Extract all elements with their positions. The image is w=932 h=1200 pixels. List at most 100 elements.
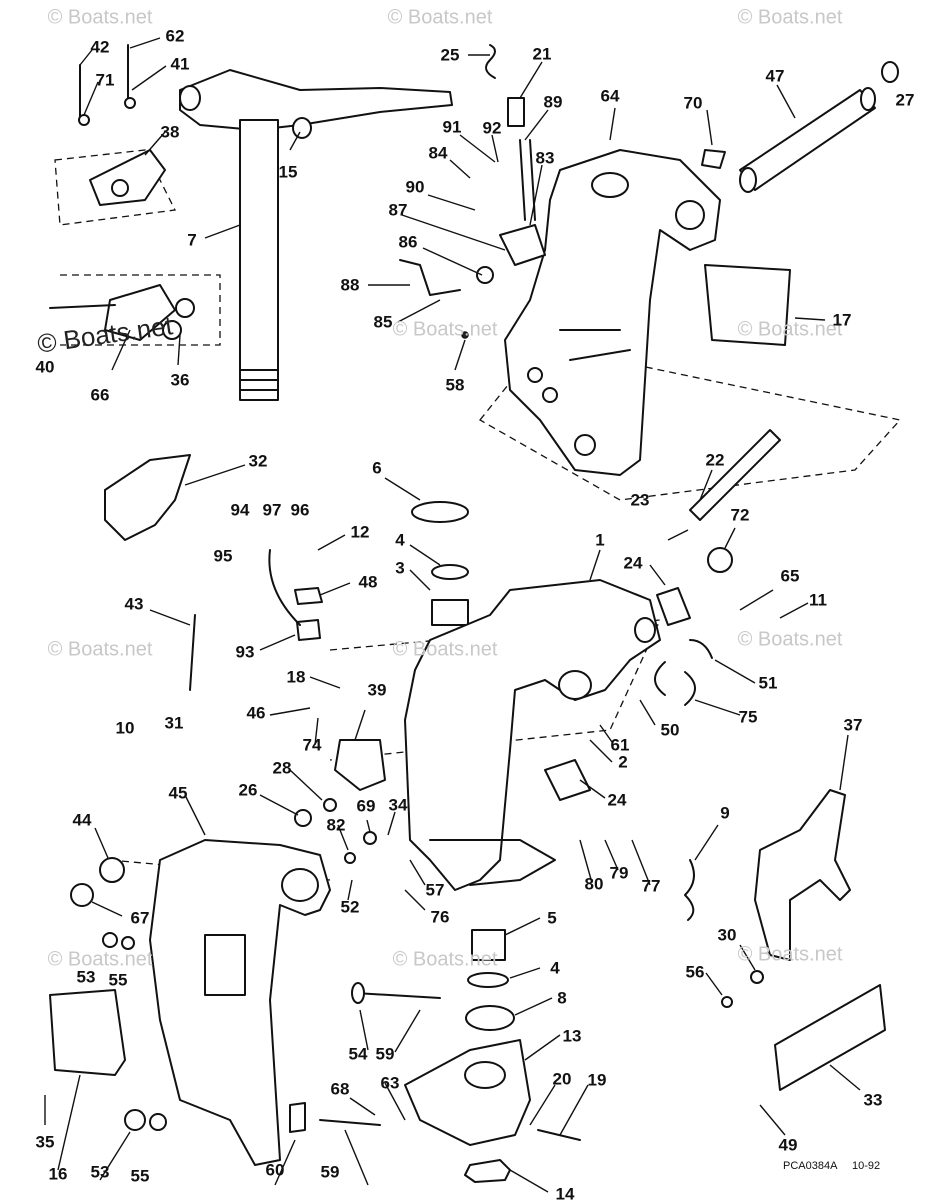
callout-2: 2 (618, 752, 628, 772)
callout-87: 87 (388, 200, 408, 220)
callout-95: 95 (213, 546, 233, 566)
stern-bracket-1 (404, 579, 661, 891)
callout-35: 35 (35, 1132, 55, 1152)
watermark-2: © Boats.net (387, 6, 493, 29)
callout-17: 17 (832, 310, 852, 330)
callout-83: 83 (535, 148, 555, 168)
callout-55b: 55 (130, 1166, 150, 1186)
callout-34: 34 (388, 795, 408, 815)
callout-90: 90 (405, 177, 425, 197)
lever-37 (754, 789, 851, 961)
callout-65: 65 (780, 566, 800, 586)
washer-54 (351, 982, 365, 1004)
callout-74: 74 (302, 735, 322, 755)
callout-46: 46 (246, 703, 266, 723)
callout-24a: 24 (623, 553, 643, 573)
callout-30: 30 (717, 925, 737, 945)
nut-44 (99, 857, 125, 883)
callout-59a: 59 (375, 1044, 395, 1064)
callout-4b: 4 (550, 958, 560, 978)
callout-45: 45 (168, 783, 188, 803)
bracket-39 (334, 739, 386, 791)
callout-31: 31 (164, 713, 184, 733)
screw-56 (721, 996, 733, 1008)
switch-48 (294, 587, 323, 605)
pad-17 (704, 264, 791, 346)
callout-19: 19 (587, 1070, 607, 1090)
callout-14: 14 (555, 1184, 575, 1200)
callout-32: 32 (248, 451, 268, 471)
callout-92: 92 (482, 118, 502, 138)
callout-64: 64 (600, 86, 620, 106)
callout-37: 37 (843, 715, 863, 735)
callout-75: 75 (738, 707, 758, 727)
callout-89: 89 (543, 92, 563, 112)
block-33 (774, 984, 886, 1091)
callout-13: 13 (562, 1026, 582, 1046)
bushing-24a (656, 587, 691, 626)
cover-32 (104, 454, 191, 541)
callout-21: 21 (532, 44, 552, 64)
steering-tube-7 (179, 69, 453, 401)
callout-61: 61 (610, 735, 630, 755)
callout-88: 88 (340, 275, 360, 295)
clip-50 (654, 661, 666, 696)
ring-4 (431, 564, 469, 580)
callout-85: 85 (373, 312, 393, 332)
clip-51 (689, 639, 713, 659)
watermark-10: © Boats.net (47, 948, 153, 971)
callout-44: 44 (72, 810, 92, 830)
bolt-59a (354, 992, 441, 999)
bracket-66 (49, 284, 195, 341)
nut-53b (124, 1109, 146, 1131)
callout-36: 36 (170, 370, 190, 390)
bushing-5 (471, 929, 506, 961)
watermark-11: © Boats.net (392, 948, 498, 971)
callout-40: 40 (35, 357, 55, 377)
callout-5: 5 (547, 908, 557, 928)
callout-96: 96 (290, 500, 310, 520)
trim-sender-group (399, 44, 546, 339)
callout-10: 10 (115, 718, 135, 738)
callout-43: 43 (124, 594, 144, 614)
watermark-5: © Boats.net (392, 318, 498, 341)
callout-25: 25 (440, 45, 460, 65)
callout-63: 63 (380, 1073, 400, 1093)
callout-38: 38 (160, 122, 180, 142)
swivel-housing-45 (149, 839, 331, 1166)
callout-22: 22 (705, 450, 725, 470)
callout-77: 77 (641, 876, 661, 896)
plate-60 (289, 1102, 306, 1133)
callout-12: 12 (350, 522, 370, 542)
watermark-3: © Boats.net (737, 6, 843, 29)
callout-67: 67 (130, 908, 150, 928)
washer-72 (707, 547, 733, 573)
callout-82: 82 (326, 815, 346, 835)
callout-7: 7 (187, 230, 197, 250)
callout-11: 11 (809, 590, 827, 610)
callout-59b: 59 (320, 1162, 340, 1182)
bolt-59b (319, 1119, 381, 1126)
plug-26 (294, 809, 312, 827)
drawing-code: PCA0384A (783, 1160, 838, 1172)
washer-69 (363, 831, 377, 845)
clip-75 (684, 671, 696, 706)
callout-23: 23 (630, 490, 650, 510)
callout-48: 48 (358, 572, 378, 592)
leader-lines (44, 37, 861, 1193)
callout-53a: 53 (76, 967, 96, 987)
callout-6: 6 (372, 458, 382, 478)
watermark-1: © Boats.net (47, 6, 153, 29)
watermark-9: © Boats.net (737, 628, 843, 651)
lead-43 (189, 614, 196, 691)
callout-76: 76 (430, 907, 450, 927)
tilt-tube-47 (701, 61, 899, 193)
plate-16 (49, 989, 126, 1076)
callout-9: 9 (720, 803, 730, 823)
washer-55b (149, 1113, 167, 1131)
callout-86: 86 (398, 232, 418, 252)
callout-97: 97 (262, 500, 282, 520)
callout-33: 33 (863, 1090, 883, 1110)
callout-41: 41 (170, 54, 190, 74)
